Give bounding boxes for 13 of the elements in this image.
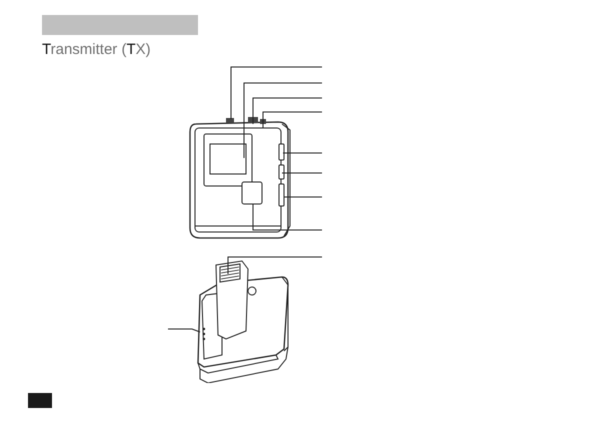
leader-line [282, 152, 322, 154]
title: Transmitter (TX) [42, 41, 151, 58]
leader-line [244, 82, 322, 158]
leader-line [168, 328, 200, 332]
leader-line [228, 256, 322, 274]
leader-line [252, 204, 322, 230]
leader-line [230, 66, 322, 120]
leader-line [252, 98, 322, 124]
page-number-block [28, 393, 52, 408]
leader-line [284, 196, 322, 198]
leader-line [262, 112, 322, 128]
leader-line [282, 172, 322, 174]
header-bar [42, 15, 198, 35]
